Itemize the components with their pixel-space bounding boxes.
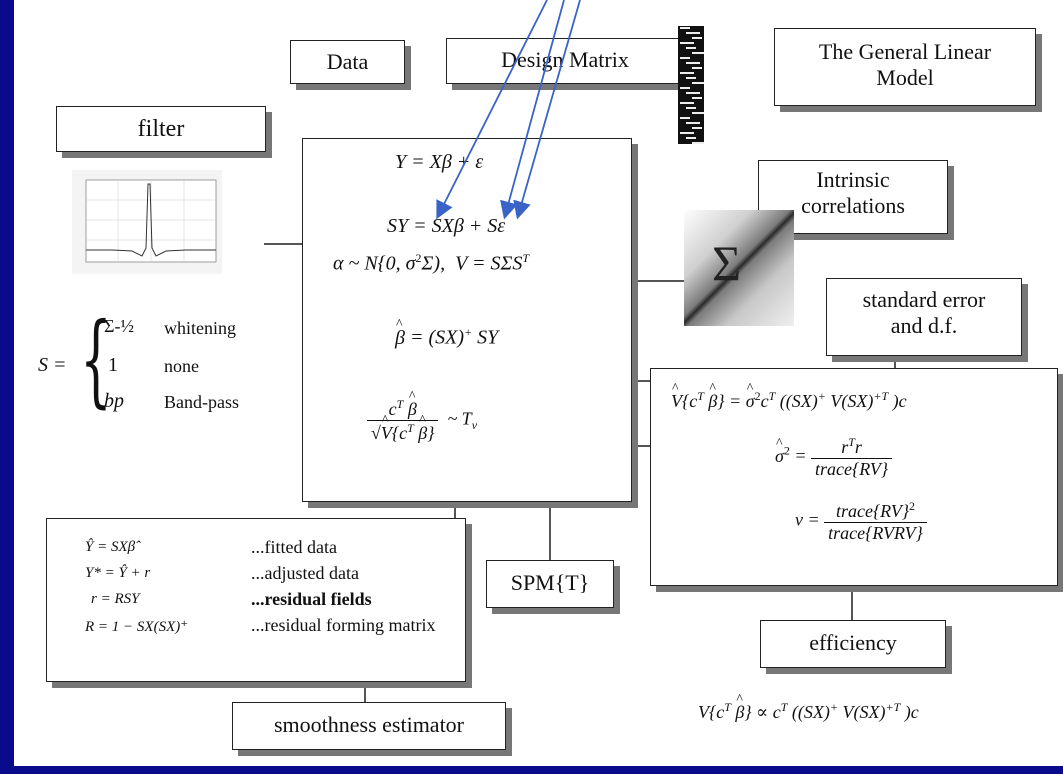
connector-residual [454, 502, 456, 518]
residual-box: Ŷ = SXβ̂ ...fitted data Y* = Ŷ + r ...ad… [46, 518, 466, 682]
connector-smoothness [364, 680, 366, 702]
design-matrix-stripe [686, 62, 700, 64]
eq-t-stat: cT β√V{cT β} ~ Tv [367, 389, 477, 444]
data-box: Data [290, 40, 405, 84]
s-definition: S = { Σ-½ whitening 1 none bp Band-pass [38, 306, 288, 436]
design-matrix-stripe [692, 97, 702, 99]
residual-desc-0: ...fitted data [251, 537, 337, 557]
connector-stderr-v2 [630, 445, 666, 447]
slide: Data Design Matrix The General Linear Mo… [14, 0, 1063, 766]
design-matrix-stripe [692, 82, 704, 84]
sigma-image: Σ [684, 210, 794, 326]
arrow-to-epsilon [513, 0, 581, 220]
s-case-desc-2: Band-pass [164, 392, 239, 412]
main-model-box: Y = Xβ + ε SY = SXβ + Sε α ~ N{0, σ2Σ), … [302, 138, 632, 502]
eq-error-dist: α ~ N{0, σ2Σ), V = SΣST [333, 251, 530, 275]
design-matrix-stripe [680, 102, 694, 104]
design-matrix-stripe [680, 57, 690, 59]
connector-spmt [549, 502, 551, 562]
residual-eq-0: Ŷ = SXβ̂ [85, 539, 136, 555]
spmt-box: SPM{T} [486, 560, 614, 608]
s-case-desc-1: none [164, 356, 199, 376]
design-matrix-stripe [680, 27, 690, 29]
design-matrix-stripe [686, 77, 696, 79]
data-label: Data [326, 49, 369, 74]
design-matrix-stripe [680, 87, 690, 89]
s-symbol: S = [38, 354, 67, 376]
design-matrix-stripe [692, 127, 702, 129]
sigma-symbol: Σ [712, 235, 742, 291]
s-case-desc-0: whitening [164, 318, 236, 338]
connector-efficiency [851, 584, 853, 622]
design-matrix-stripe [692, 52, 704, 54]
filter-label: filter [137, 116, 185, 142]
s-brace: { [80, 301, 112, 418]
residual-eq-2: r = RSY [91, 591, 140, 607]
smoothness-box: smoothness estimator [232, 702, 506, 750]
residual-desc-2: ...residual fields [251, 589, 372, 609]
connector-intrinsic [630, 280, 702, 282]
title-box: The General Linear Model [774, 28, 1036, 106]
connector-stderr-v [630, 380, 666, 382]
title-label: The General Linear Model [818, 39, 992, 91]
stderr-box: standard error and d.f. [826, 278, 1022, 356]
residual-eq-1: Y* = Ŷ + r [85, 565, 151, 581]
filter-box: filter [56, 106, 266, 152]
stderr-label: standard error and d.f. [862, 287, 986, 339]
design-matrix-stripe [686, 47, 696, 49]
residual-eq-3: R = 1 − SX(SX)⁺ [85, 619, 189, 635]
smoothness-label: smoothness estimator [273, 712, 465, 737]
design-matrix-image [678, 26, 704, 144]
s-case-sym-2: bp [104, 390, 124, 412]
design-matrix-stripe [680, 72, 694, 74]
design-matrix-stripe [686, 92, 700, 94]
design-matrix-stripe [692, 67, 702, 69]
eq-filtered-model: SY = SXβ + Sε [387, 215, 506, 237]
eq-beta-hat: β = (SX)+ SY [395, 317, 498, 350]
variance-box: V{cT β} = σ2cT ((SX)+ V(SX)+T )c σ2 = rT… [650, 368, 1058, 586]
design-matrix-stripe [680, 132, 694, 134]
connector-stderr-top [894, 352, 896, 368]
s-case-sym-1: 1 [108, 354, 118, 376]
arrow-data-to-y [436, 0, 548, 220]
connector-filter [264, 243, 318, 245]
design-matrix-stripe [680, 42, 694, 44]
design-matrix-stripe [692, 37, 702, 39]
design-matrix-stripe [680, 117, 690, 119]
arrows-overlay [436, 0, 581, 220]
arrow-design-to-x [500, 0, 565, 220]
design-matrix-stripe [686, 32, 700, 34]
filter-plot [72, 170, 222, 274]
design-matrix-stripe [686, 107, 696, 109]
spmt-label: SPM{T} [510, 570, 590, 595]
efficiency-box: efficiency [760, 620, 946, 668]
design-matrix-stripe [692, 112, 704, 114]
intrinsic-box: Intrinsic correlations [758, 160, 948, 234]
intrinsic-label: Intrinsic correlations [801, 167, 905, 219]
design-matrix-stripe [686, 122, 700, 124]
residual-desc-1: ...adjusted data [251, 563, 359, 583]
eq-model: Y = Xβ + ε [395, 151, 484, 173]
eq-efficiency: V{cT β} ∝ cT ((SX)+ V(SX)+T )c [698, 692, 919, 723]
design-matrix-stripe [686, 137, 696, 139]
efficiency-label: efficiency [809, 630, 897, 655]
residual-desc-3: ...residual forming matrix [251, 615, 436, 635]
s-case-sym-0: Σ-½ [104, 316, 134, 336]
eq-variance: V{cT β} = σ2cT ((SX)+ V(SX)+T )c [671, 381, 907, 412]
design-matrix-stripe [692, 142, 704, 144]
